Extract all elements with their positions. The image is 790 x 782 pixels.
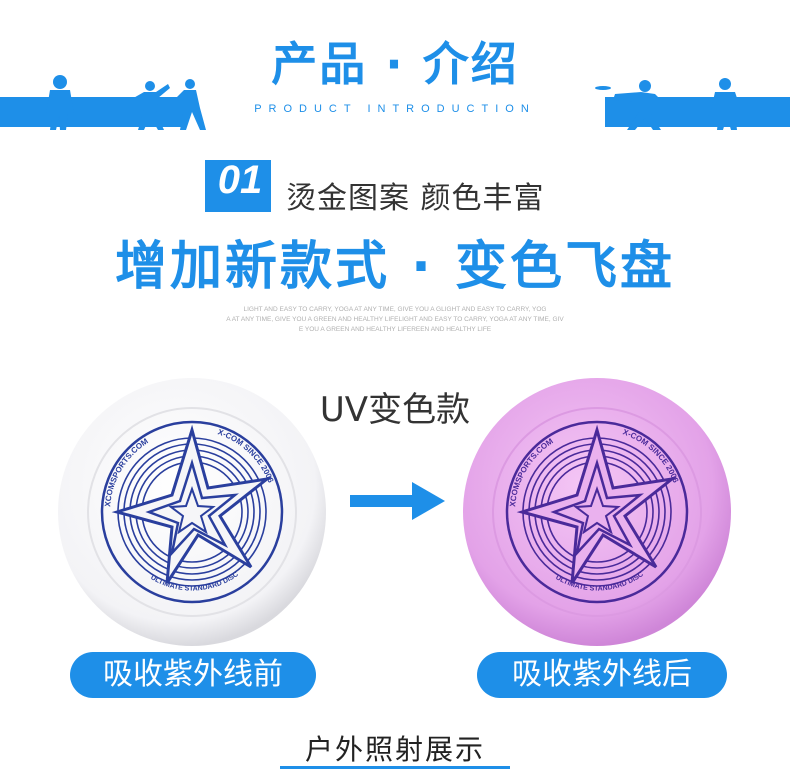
header-english-subtitle: PRODUCT INTRODUCTION	[254, 103, 536, 115]
player-silhouettes-right	[595, 78, 741, 130]
arrow-right-icon	[350, 482, 445, 520]
section-headline: 增加新款式 · 变色飞盘	[115, 237, 675, 297]
section-number: 01	[217, 158, 263, 202]
before-uv-label: 吸收紫外线前	[70, 652, 316, 698]
player-silhouettes-left	[46, 75, 206, 130]
outdoor-display-heading: 户外照射展示	[304, 733, 485, 766]
page-title: 产品 · 介绍	[271, 37, 519, 91]
fine-print-line: LIGHT AND EASY TO CARRY, YOGA AT ANY TIM…	[243, 306, 547, 313]
section-number-badge	[205, 160, 271, 212]
after-uv-label: 吸收紫外线后	[477, 652, 727, 698]
disc-before-image: X-COM SINCE 2006 XCOMSPORTS.COM ULTIMATE…	[58, 378, 326, 646]
fine-print-line: A AT ANY TIME, GIVE YOU A GREEN AND HEAL…	[226, 316, 564, 323]
header-banner-center	[185, 97, 605, 127]
section-subtitle: 烫金图案 颜色丰富	[286, 181, 545, 216]
heading-underline	[280, 766, 510, 769]
uv-variant-label: UV变色款	[319, 390, 471, 430]
disc-after-image: X-COM SINCE 2006 XCOMSPORTS.COM ULTIMATE…	[463, 378, 731, 646]
fine-print-line: E YOU A GREEN AND HEALTHY LIFEREEN AND H…	[298, 326, 492, 333]
